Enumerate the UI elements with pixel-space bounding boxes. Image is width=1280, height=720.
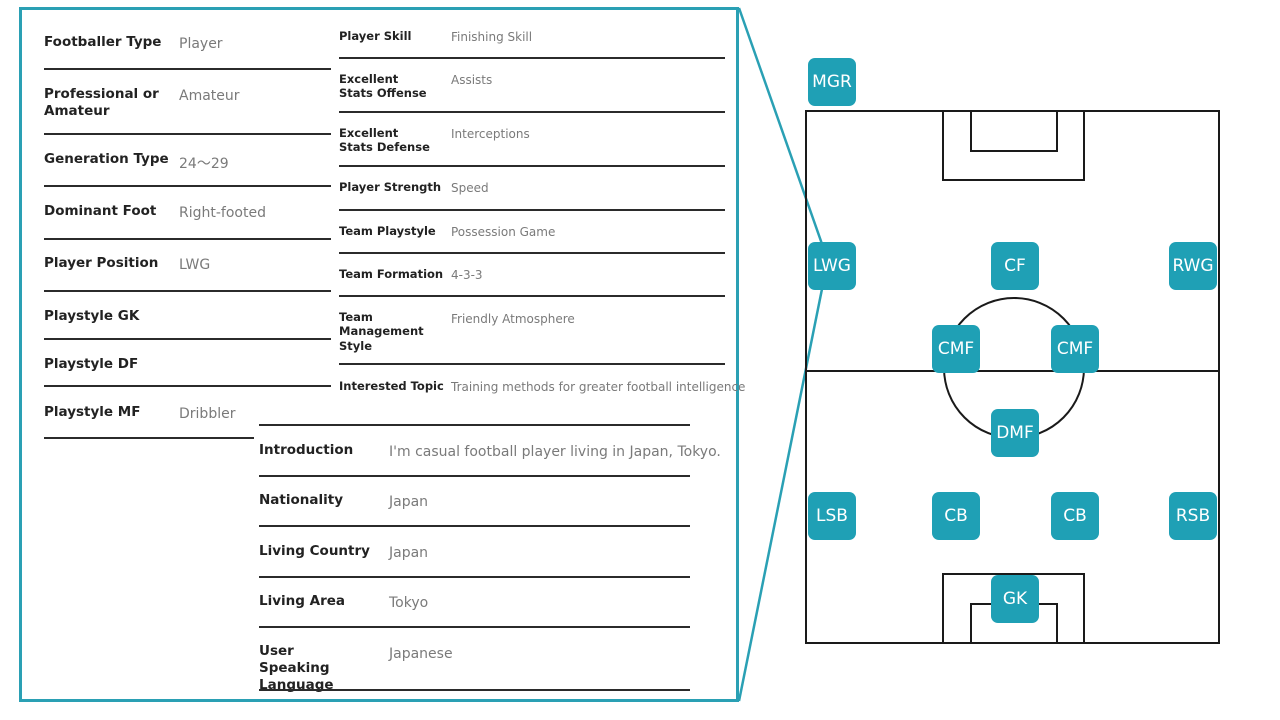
label-professional-amateur: Professional or Amateur: [44, 86, 159, 119]
label-user-speaking-language: User Speaking Language: [259, 643, 334, 693]
label-team-playstyle: Team Playstyle: [339, 224, 436, 238]
divider: [339, 209, 725, 211]
divider: [339, 165, 725, 167]
position-rwg[interactable]: RWG: [1169, 242, 1217, 290]
position-lwg[interactable]: LWG: [808, 242, 856, 290]
player-profile-panel: Footballer Type Player Professional or A…: [19, 7, 746, 702]
label-footballer-type: Footballer Type: [44, 34, 162, 50]
divider: [339, 57, 725, 59]
position-cmf-right[interactable]: CMF: [1051, 325, 1099, 373]
divider: [44, 338, 331, 340]
position-cb-left[interactable]: CB: [932, 492, 980, 540]
label-nationality: Nationality: [259, 492, 343, 508]
divider: [44, 68, 331, 70]
position-rsb[interactable]: RSB: [1169, 492, 1217, 540]
divider: [44, 385, 331, 387]
label-dominant-foot: Dominant Foot: [44, 203, 157, 219]
label-playstyle-mf: Playstyle MF: [44, 404, 141, 420]
divider: [44, 437, 254, 439]
label-playstyle-gk: Playstyle GK: [44, 308, 140, 324]
value-footballer-type: Player: [179, 36, 223, 52]
label-team-formation: Team Formation: [339, 267, 444, 281]
label-team-management-style: Team Management Style: [339, 310, 424, 353]
value-team-management-style: Friendly Atmosphere: [451, 312, 575, 326]
value-team-formation: 4-3-3: [451, 268, 483, 282]
divider: [259, 689, 690, 691]
divider: [259, 475, 690, 477]
label-introduction: Introduction: [259, 442, 354, 458]
top-goal-box: [970, 110, 1058, 152]
label-player-strength: Player Strength: [339, 180, 442, 194]
value-nationality: Japan: [389, 494, 429, 510]
divider: [339, 295, 725, 297]
position-cb-right[interactable]: CB: [1051, 492, 1099, 540]
value-playstyle-mf: Dribbler: [179, 406, 236, 422]
position-dmf[interactable]: DMF: [991, 409, 1039, 457]
value-player-strength: Speed: [451, 181, 489, 195]
divider: [339, 252, 725, 254]
value-interested-topic: Training methods for greater football in…: [451, 380, 746, 394]
value-team-playstyle: Possession Game: [451, 225, 556, 239]
label-living-area: Living Area: [259, 593, 346, 609]
value-professional-amateur: Amateur: [179, 88, 240, 104]
label-living-country: Living Country: [259, 543, 370, 559]
value-player-position: LWG: [179, 257, 211, 273]
position-cf[interactable]: CF: [991, 242, 1039, 290]
divider: [259, 626, 690, 628]
top-penalty-box: [942, 110, 1085, 181]
divider: [44, 133, 331, 135]
divider: [339, 111, 725, 113]
value-user-speaking-language: Japanese: [389, 646, 453, 662]
divider: [259, 525, 690, 527]
value-introduction: I'm casual football player living in Jap…: [389, 444, 721, 460]
bottom-penalty-box: [942, 573, 1085, 644]
label-excellent-stats-defense: Excellent Stats Defense: [339, 126, 430, 155]
value-excellent-stats-offense: Assists: [451, 73, 493, 87]
position-cmf-left[interactable]: CMF: [932, 325, 980, 373]
value-living-country: Japan: [389, 545, 429, 561]
pitch-outline: [805, 110, 1220, 644]
divider: [44, 290, 331, 292]
divider: [259, 424, 690, 426]
position-mgr[interactable]: MGR: [808, 58, 856, 106]
label-player-skill: Player Skill: [339, 29, 412, 43]
label-interested-topic: Interested Topic: [339, 379, 444, 393]
label-playstyle-df: Playstyle DF: [44, 356, 139, 372]
label-excellent-stats-offense: Excellent Stats Offense: [339, 72, 427, 101]
value-player-skill: Finishing Skill: [451, 30, 533, 44]
position-gk[interactable]: GK: [991, 575, 1039, 623]
value-excellent-stats-defense: Interceptions: [451, 127, 530, 141]
label-generation-type: Generation Type: [44, 151, 169, 167]
label-player-position: Player Position: [44, 255, 159, 271]
divider: [44, 238, 331, 240]
value-generation-type: 24〜29: [179, 156, 229, 172]
value-dominant-foot: Right-footed: [179, 205, 266, 221]
divider: [259, 576, 690, 578]
position-lsb[interactable]: LSB: [808, 492, 856, 540]
divider: [339, 363, 725, 365]
divider: [44, 185, 331, 187]
value-living-area: Tokyo: [389, 595, 429, 611]
